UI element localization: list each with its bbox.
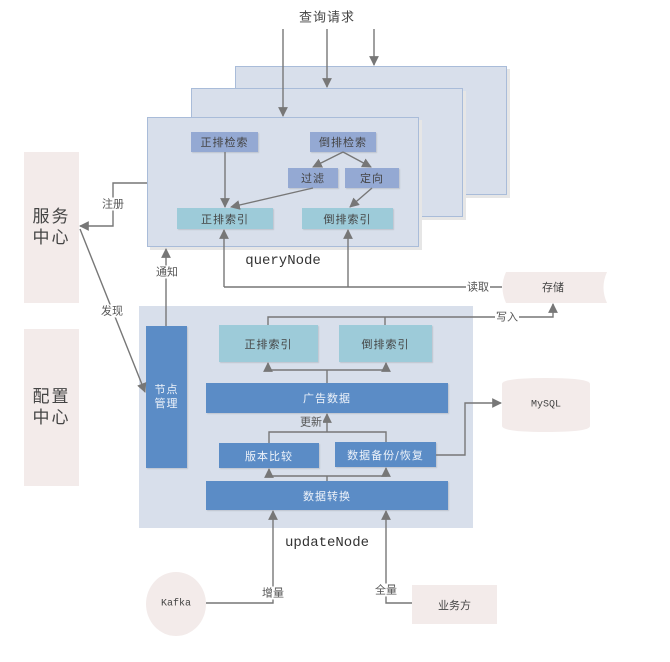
version-compare-box[interactable]: 版本比较 <box>219 443 319 468</box>
read-label: 读取 <box>466 280 490 294</box>
service-center-label-line1: 服务 <box>32 206 71 227</box>
storage-label: 存储 <box>542 281 564 294</box>
query-inverted-index-box[interactable]: 倒排索引 <box>302 208 393 229</box>
node-management-label-line1: 节点 <box>154 383 179 396</box>
inverted-search-box[interactable]: 倒排检索 <box>310 132 376 152</box>
node-management-label-line2: 管理 <box>154 397 179 410</box>
kafka-label: Kafka <box>160 598 192 610</box>
node-management-box[interactable]: 节点 管理 <box>146 326 187 468</box>
incremental-label: 增量 <box>261 586 285 600</box>
mysql-label: MySQL <box>530 399 562 411</box>
notify-label: 通知 <box>155 265 179 279</box>
service-center-label-line2: 中心 <box>32 227 71 248</box>
data-transform-box[interactable]: 数据转换 <box>206 481 448 510</box>
storage-shape <box>502 272 607 303</box>
query-forward-index-box[interactable]: 正排索引 <box>177 208 273 229</box>
write-label: 写入 <box>495 310 519 324</box>
config-center-label-line1: 配置 <box>32 386 71 407</box>
discover-label: 发现 <box>100 304 124 318</box>
update-inverted-index-box[interactable]: 倒排索引 <box>339 325 432 362</box>
query-request-label: 查询请求 <box>298 10 356 26</box>
service-center-box[interactable]: 服务 中心 <box>24 152 79 303</box>
config-center-box[interactable]: 配置 中心 <box>24 329 79 486</box>
mysql-cylinder <box>502 378 590 432</box>
update-forward-index-box[interactable]: 正排索引 <box>219 325 318 362</box>
update-node-label: updateNode <box>284 535 370 551</box>
register-label: 注册 <box>101 197 125 211</box>
kafka-circle <box>146 572 206 636</box>
query-node-label: queryNode <box>245 253 321 269</box>
update-label: 更新 <box>299 415 323 429</box>
ad-data-box[interactable]: 广告数据 <box>206 383 448 413</box>
targeting-box[interactable]: 定向 <box>345 168 399 188</box>
backup-restore-box[interactable]: 数据备份/恢复 <box>335 442 436 467</box>
filter-box[interactable]: 过滤 <box>288 168 338 188</box>
full-label: 全量 <box>374 583 398 597</box>
forward-search-box[interactable]: 正排检索 <box>191 132 258 152</box>
config-center-label-line2: 中心 <box>32 407 71 428</box>
business-box[interactable]: 业务方 <box>412 585 497 624</box>
